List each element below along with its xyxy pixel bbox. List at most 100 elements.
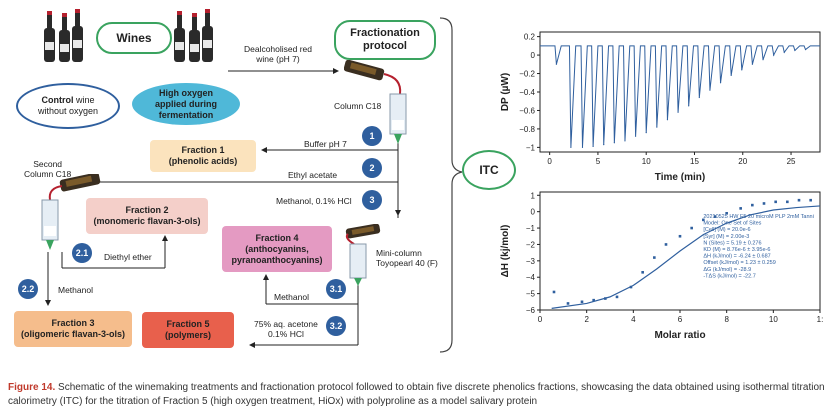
control-wine-oval: Control wine without oxygen bbox=[16, 83, 120, 129]
injection-peak bbox=[555, 63, 558, 65]
methanol-a-label: Methanol bbox=[58, 285, 93, 295]
injection-peak bbox=[634, 135, 637, 137]
legend-line: ΔG (kJ/mol) = -28.9 bbox=[703, 267, 751, 273]
x-tick-label: 20 bbox=[738, 157, 747, 166]
fraction-2-sub: (monomeric flavan-3-ols) bbox=[93, 216, 201, 226]
data-point bbox=[739, 207, 742, 210]
y-axis-label: DP (µW) bbox=[500, 73, 511, 111]
x-tick-label: 6 bbox=[678, 315, 683, 324]
x-axis-label: Time (min) bbox=[655, 172, 705, 183]
fraction-3-box: Fraction 3 (oligomeric flavan-3-ols) bbox=[14, 311, 132, 347]
legend-line: [Cell] (M) = 20.0e-6 bbox=[703, 227, 750, 233]
fraction-1-sub: (phenolic acids) bbox=[168, 156, 238, 166]
ethyl-acetate-label: Ethyl acetate bbox=[288, 170, 338, 180]
second-column-icon bbox=[41, 174, 101, 250]
injection-peak bbox=[570, 146, 572, 148]
data-point bbox=[580, 300, 584, 304]
data-point bbox=[774, 200, 777, 204]
control-bold: Control bbox=[41, 95, 74, 105]
injection-peak bbox=[730, 74, 732, 76]
step-badge-2-1: 2.1 bbox=[72, 243, 92, 263]
fraction-4-box: Fraction 4 (anthocyanins, pyranoanthocya… bbox=[222, 226, 332, 272]
legend-line: -TΔS (kJ/mol) = -22.7 bbox=[703, 273, 755, 279]
injection-peak bbox=[688, 105, 690, 107]
fraction-4-sub1: (anthocyanins, bbox=[245, 243, 309, 254]
y-tick-label: −1 bbox=[526, 224, 536, 233]
data-point bbox=[809, 198, 812, 202]
legend-line: [Syr] (M) = 2.00e-3 bbox=[703, 234, 749, 240]
wine-bottles-icon bbox=[174, 9, 213, 62]
buffer-label: Buffer pH 7 bbox=[304, 139, 347, 149]
data-point bbox=[678, 234, 682, 238]
fraction-2-title: Fraction 2 bbox=[125, 205, 169, 215]
fraction-1-title: Fraction 1 bbox=[181, 145, 225, 155]
step-badge-2-2: 2.2 bbox=[18, 279, 38, 299]
injection-peak bbox=[709, 89, 711, 91]
high-oxygen-oval: High oxygen applied during fermentation bbox=[132, 83, 240, 125]
injection-peak bbox=[719, 82, 722, 84]
injection-peak bbox=[698, 96, 700, 99]
y-tick-label: −5 bbox=[526, 290, 536, 299]
caption-text: Schematic of the winemaking treatments a… bbox=[8, 382, 825, 407]
wine-bottles-icon bbox=[44, 9, 83, 62]
data-point bbox=[713, 215, 717, 218]
x-tick-label: 15 bbox=[690, 157, 699, 166]
x-tick-label: 0 bbox=[538, 315, 543, 324]
step-badge-3-1: 3.1 bbox=[326, 279, 346, 299]
data-point bbox=[552, 290, 556, 294]
x-tick-label: 1: bbox=[817, 315, 824, 324]
fraction-2-box: Fraction 2 (monomeric flavan-3-ols) bbox=[86, 198, 208, 234]
injection-peak bbox=[613, 142, 615, 144]
y-tick-label: −4 bbox=[526, 273, 536, 282]
methanol-b-label: Methanol bbox=[274, 292, 309, 302]
injection-peak bbox=[762, 59, 764, 61]
step-badge-3-2: 3.2 bbox=[326, 316, 346, 336]
y-tick-label: −6 bbox=[526, 306, 536, 315]
data-point bbox=[702, 218, 705, 222]
data-point bbox=[664, 243, 668, 246]
injection-peak bbox=[592, 145, 594, 148]
y-tick-label: 0.2 bbox=[524, 33, 536, 42]
injection-peak bbox=[773, 54, 775, 56]
data-point bbox=[615, 295, 619, 299]
fraction-4-title: Fraction 4 bbox=[255, 232, 299, 243]
fraction-5-box: Fraction 5 (polymers) bbox=[142, 312, 234, 348]
fraction-3-title: Fraction 3 bbox=[51, 318, 95, 328]
fraction-3-sub: (oligomeric flavan-3-ols) bbox=[20, 329, 126, 339]
legend-line: N (Sites) = 5.19 ± 0.276 bbox=[703, 240, 761, 246]
x-tick-label: 10 bbox=[769, 315, 778, 324]
data-point bbox=[592, 298, 595, 302]
legend-line: KD (M) = 8.76e-6 ± 3.95e-6 bbox=[703, 247, 770, 253]
y-tick-label: −0.8 bbox=[519, 125, 535, 134]
data-point bbox=[725, 212, 728, 215]
acetone-label: 75% aq. acetone 0.1% HCl bbox=[254, 319, 318, 339]
y-tick-label: −1 bbox=[526, 143, 536, 152]
fractionation-line2: protocol bbox=[362, 40, 407, 52]
mini-column-icon bbox=[345, 224, 381, 286]
column-c18-label: Column C18 bbox=[334, 101, 382, 111]
data-point bbox=[751, 203, 754, 207]
mini-column-line2: Toyopearl 40 (F) bbox=[376, 258, 438, 268]
fractionation-protocol-label: Fractionation protocol bbox=[334, 20, 436, 60]
step-badge-1: 1 bbox=[362, 126, 382, 146]
control-rest: wine bbox=[73, 95, 95, 105]
y-tick-label: 1 bbox=[531, 191, 536, 200]
acetone-line1: 75% aq. acetone bbox=[254, 319, 318, 329]
data-point bbox=[629, 285, 633, 289]
injection-peak bbox=[645, 132, 647, 134]
y-tick-label: −3 bbox=[526, 257, 536, 266]
dealc-line1: Dealcoholised red bbox=[243, 44, 313, 54]
x-tick-label: 4 bbox=[631, 315, 636, 324]
data-point bbox=[690, 226, 693, 230]
legend-line: 20210525 HW F5 20 microM PLP 2mM Tanni bbox=[703, 214, 813, 220]
data-point bbox=[786, 200, 789, 204]
dealcoholised-label: Dealcoholised red wine (pH 7) bbox=[236, 44, 320, 64]
mini-column-label: Mini-column Toyopearl 40 (F) bbox=[376, 248, 438, 268]
wines-label: Wines bbox=[96, 22, 172, 54]
injection-peak bbox=[581, 146, 584, 148]
fraction-1-box: Fraction 1 (phenolic acids) bbox=[150, 140, 256, 172]
data-point bbox=[604, 297, 607, 300]
injection-peak bbox=[741, 69, 743, 71]
